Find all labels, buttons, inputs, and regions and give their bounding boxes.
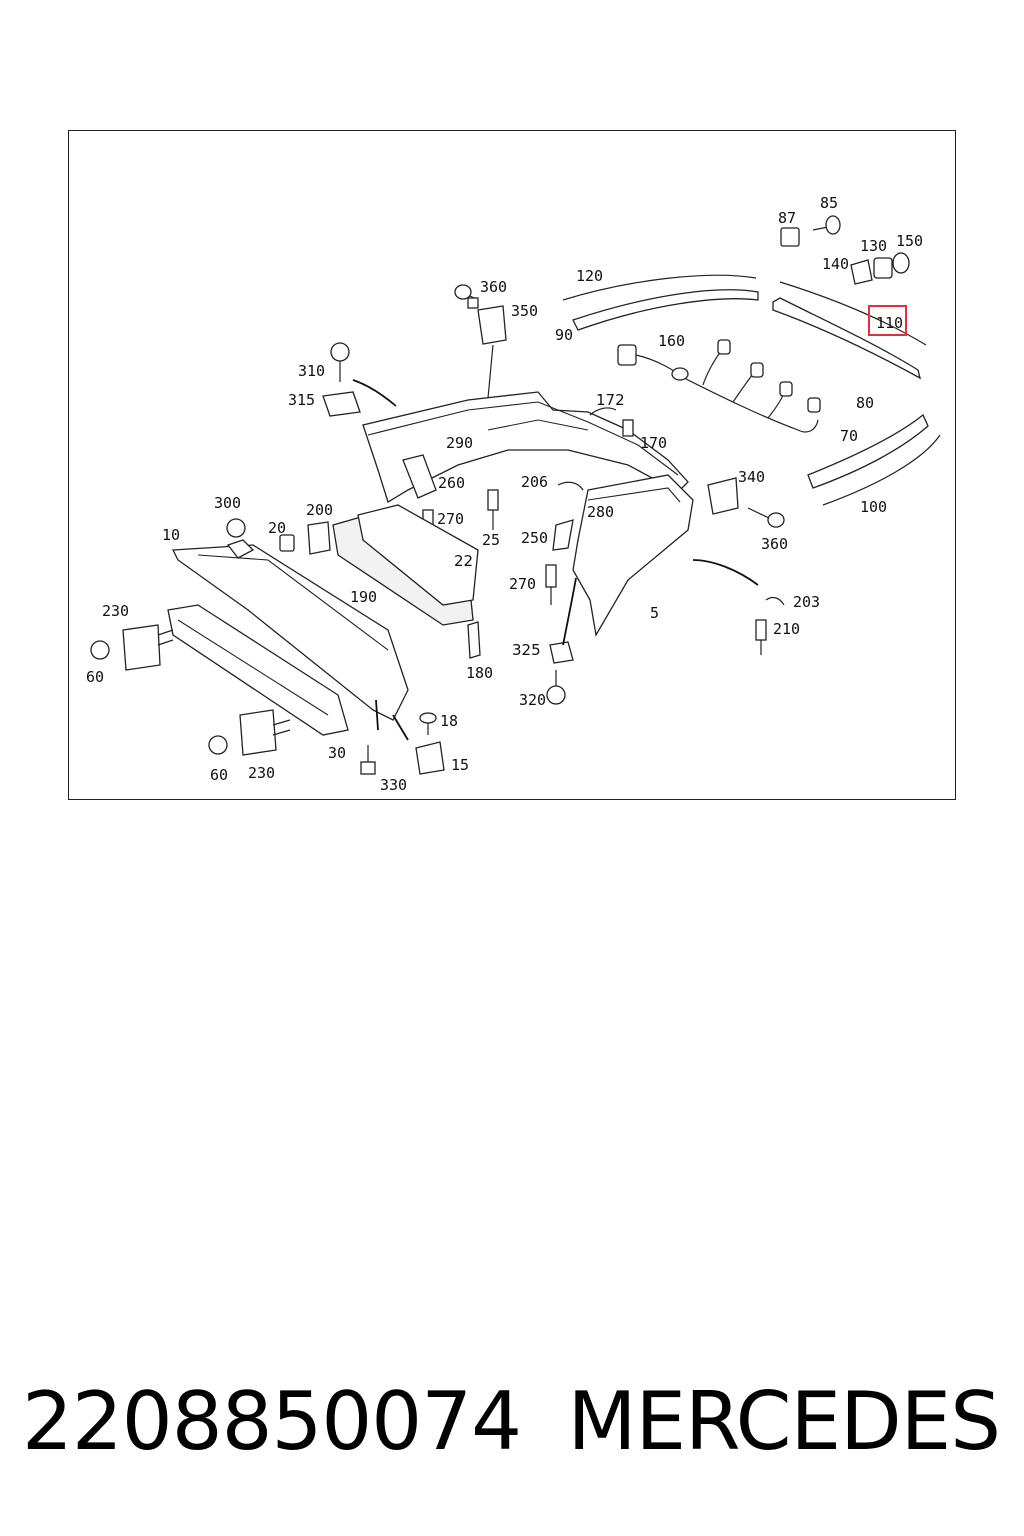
- label-280: 280: [587, 503, 614, 521]
- highlight-box: [868, 305, 907, 336]
- label-5: 5: [650, 604, 659, 622]
- label-203: 203: [793, 593, 820, 611]
- label-80: 80: [856, 394, 874, 412]
- label-60-left: 60: [86, 668, 104, 686]
- label-330: 330: [380, 776, 407, 794]
- bumper-cover: [362, 391, 694, 637]
- label-325: 325: [512, 641, 541, 659]
- label-22: 22: [454, 552, 473, 570]
- label-60-bottom: 60: [210, 766, 228, 784]
- label-310: 310: [298, 362, 325, 380]
- label-170: 170: [640, 434, 667, 452]
- parts-diagram: 5 10 15 18 20 22 25 30 60 60 70 80 85 87…: [86, 194, 941, 794]
- label-10: 10: [162, 526, 180, 544]
- label-315: 315: [288, 391, 315, 409]
- label-100: 100: [860, 498, 887, 516]
- label-172: 172: [596, 391, 625, 409]
- fasteners-325-320-210: [546, 559, 785, 705]
- label-206: 206: [521, 473, 548, 491]
- label-340: 340: [738, 468, 765, 486]
- part-number: 2208850074: [22, 1375, 522, 1468]
- trim-strip-120-90: [562, 274, 759, 331]
- label-110: 110: [876, 314, 903, 332]
- label-250: 250: [521, 529, 548, 547]
- reinforcement-10: [171, 539, 409, 721]
- label-90: 90: [555, 326, 573, 344]
- fasteners-top-right: [780, 215, 910, 285]
- label-85: 85: [820, 194, 838, 212]
- label-140: 140: [822, 255, 849, 273]
- label-290: 290: [446, 434, 473, 452]
- nuts-300-20-200: [226, 518, 331, 555]
- label-210: 210: [773, 620, 800, 638]
- label-30: 30: [328, 744, 346, 762]
- carrier-30: [90, 604, 349, 756]
- label-260: 260: [438, 474, 465, 492]
- brand-name: MERCEDES: [567, 1375, 1001, 1468]
- label-270-mid: 270: [509, 575, 536, 593]
- label-160: 160: [658, 332, 685, 350]
- diagram-frame: [68, 130, 956, 800]
- bracket-350: [454, 284, 507, 399]
- label-120: 120: [576, 267, 603, 285]
- label-200: 200: [306, 501, 333, 519]
- label-360-right: 360: [761, 535, 788, 553]
- label-180: 180: [466, 664, 493, 682]
- absorber-190: [332, 504, 481, 659]
- bolt-310-nut-315: [322, 342, 397, 417]
- label-230-left: 230: [102, 602, 129, 620]
- label-270-top: 270: [437, 510, 464, 528]
- label-20: 20: [268, 519, 286, 537]
- bottom-fasteners: [360, 699, 445, 775]
- trim-strips-right: [772, 281, 941, 506]
- label-350: 350: [511, 302, 538, 320]
- label-15: 15: [451, 756, 469, 774]
- label-25: 25: [482, 531, 500, 549]
- label-190: 190: [350, 588, 377, 606]
- footer: 2208850074 MERCEDES: [0, 1372, 1024, 1472]
- label-150: 150: [896, 232, 923, 250]
- label-18: 18: [440, 712, 458, 730]
- label-230-bottom: 230: [248, 764, 275, 782]
- bracket-340: [707, 477, 785, 528]
- label-320: 320: [519, 691, 546, 709]
- label-87: 87: [778, 209, 796, 227]
- clips-170-172: [589, 407, 634, 437]
- label-300: 300: [214, 494, 241, 512]
- wiring-harness: [617, 339, 821, 433]
- label-70: 70: [840, 427, 858, 445]
- label-130: 130: [860, 237, 887, 255]
- label-360-top: 360: [480, 278, 507, 296]
